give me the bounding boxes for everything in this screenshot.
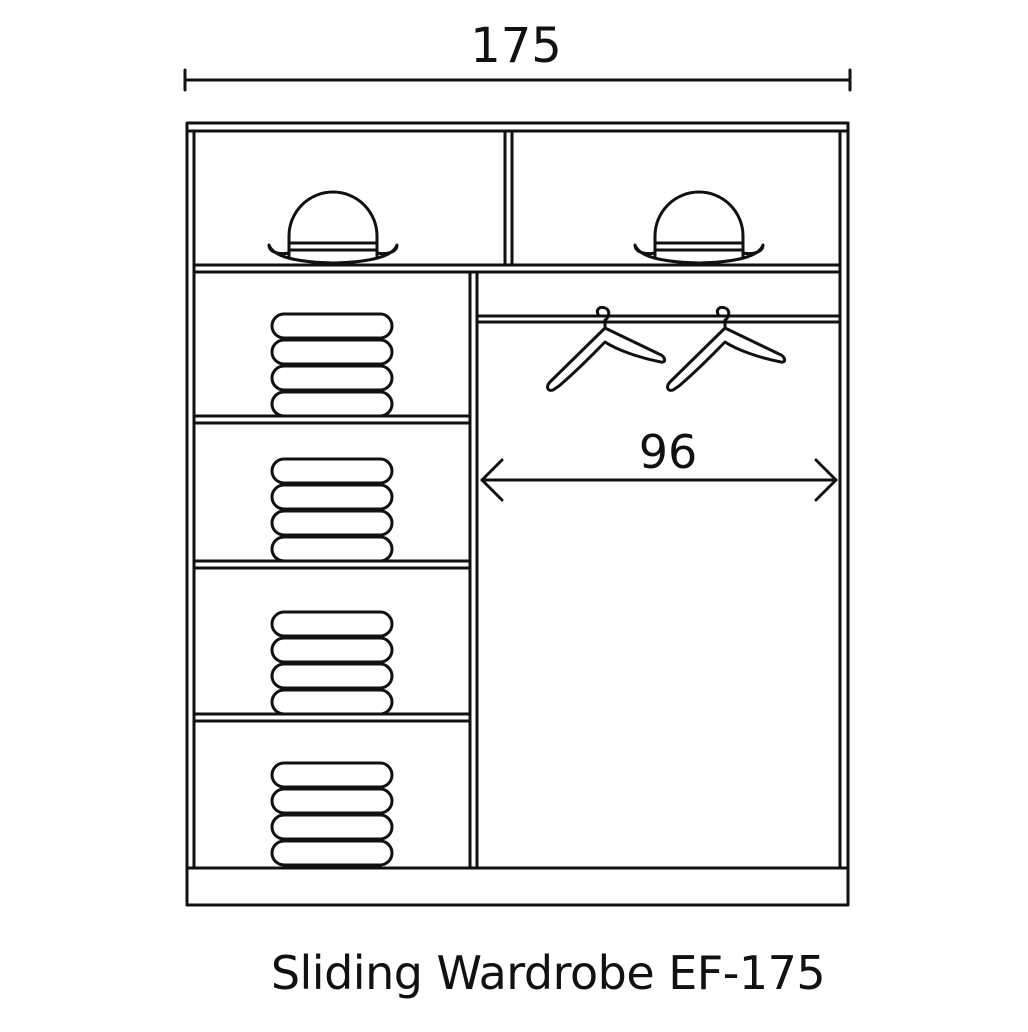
wardrobe-frame [185,121,850,907]
folded-clothes-icon [270,312,394,418]
hanging-rail [475,314,842,324]
left-shelves [192,414,472,723]
folded-clothes-icon [270,761,394,867]
hanging-width-label: 96 [639,425,698,479]
hanging-width-dimension-arrow [480,458,838,502]
center-divider [468,270,479,870]
top-compartments [192,129,842,274]
hat-icon [267,190,399,265]
hanger-icon [546,306,667,392]
hat-icon [633,190,765,265]
folded-clothes-icon [270,457,394,563]
total-width-label: 175 [470,18,562,74]
total-width-dimension-line [183,68,852,92]
hanger-icon [666,306,787,392]
folded-clothes-icon [270,610,394,716]
product-caption: Sliding Wardrobe EF-175 [270,946,826,1000]
